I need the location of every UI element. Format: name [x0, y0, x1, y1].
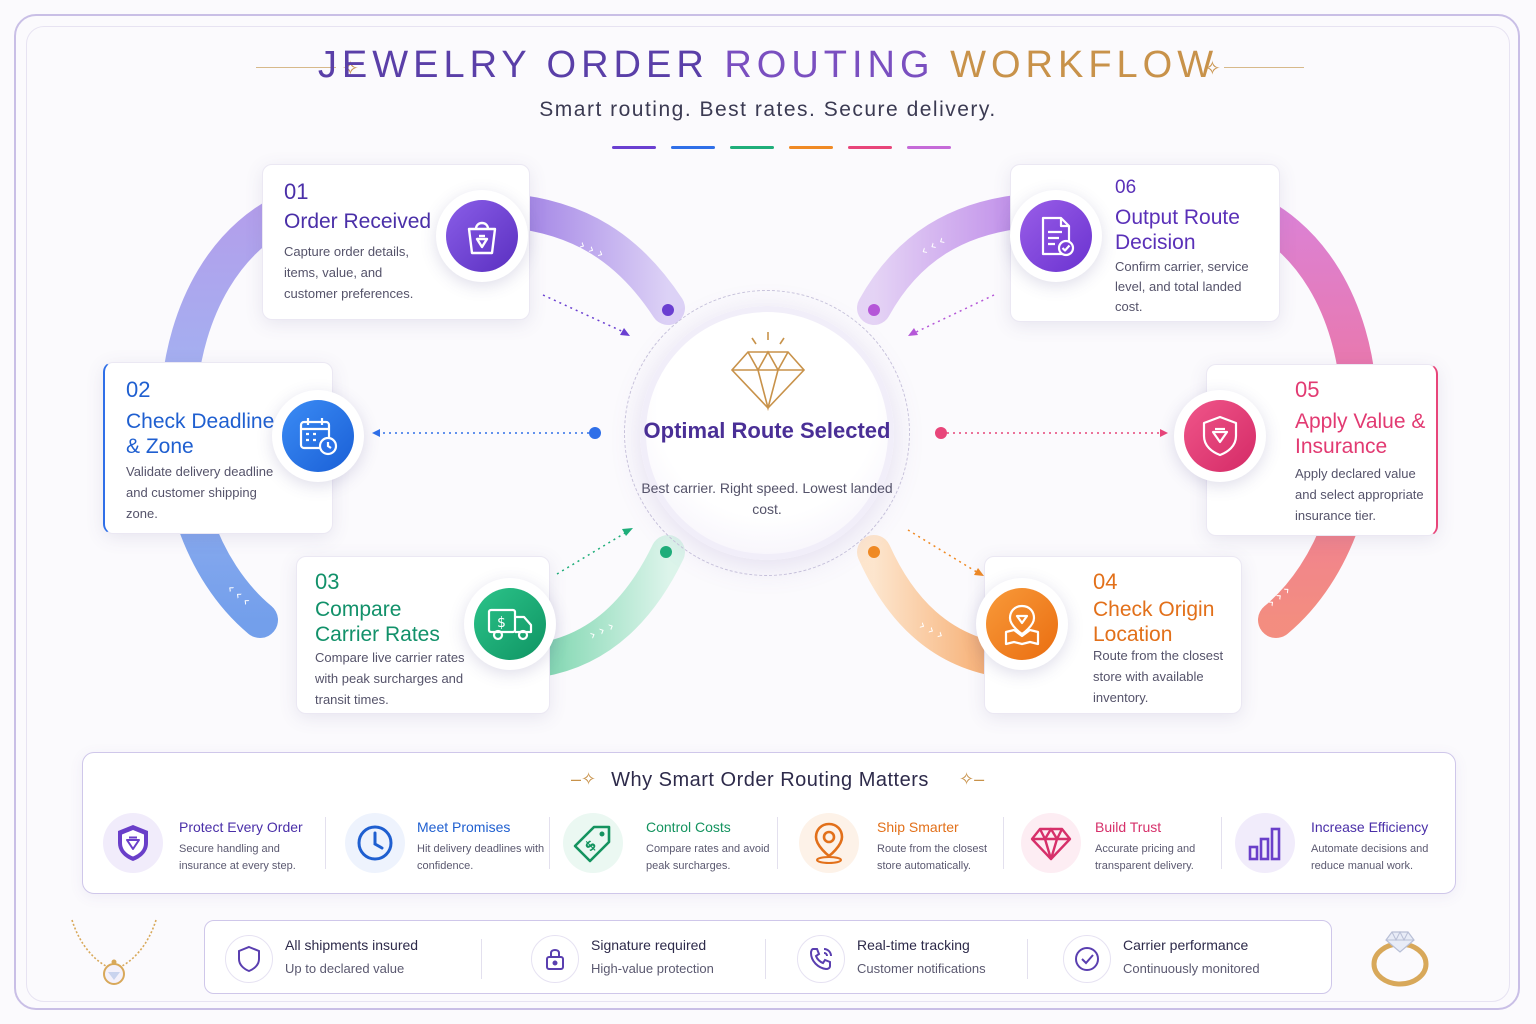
check-circle-icon — [1063, 935, 1111, 983]
center-subtitle: Best carrier. Right speed. Lowest landed… — [641, 480, 893, 517]
step-title: Output Route Decision — [1115, 206, 1240, 254]
price-tag-icon: $ — [563, 813, 623, 873]
gem-icon — [1021, 813, 1081, 873]
step-title: Check Origin Location — [1093, 598, 1215, 646]
step-title: Compare Carrier Rates — [315, 598, 440, 646]
why-item-title: Meet Promises — [417, 819, 511, 835]
step-description: Confirm carrier, service level, and tota… — [1115, 259, 1249, 314]
title-rule-left — [256, 67, 336, 68]
page-title: JEWELRY ORDER ROUTING WORKFLOW — [0, 44, 1536, 87]
step-06-icon-badge — [1010, 190, 1102, 282]
why-item-desc: Automate decisions and reduce manual wor… — [1311, 843, 1429, 872]
why-title: Why Smart Order Routing Matters — [611, 769, 929, 791]
step-description: Apply declared value and select appropri… — [1295, 466, 1424, 523]
lock-icon — [531, 935, 579, 983]
page-subtitle: Smart routing. Best rates. Secure delive… — [539, 98, 997, 121]
center-title: Optimal Route Selected — [643, 418, 891, 443]
step-01-icon-badge — [436, 190, 528, 282]
title-part-1: JEWELRY ORDER — [317, 44, 725, 86]
why-item-desc: Accurate pricing and transparent deliver… — [1095, 843, 1196, 872]
title-part-3: WORKFLOW — [950, 44, 1219, 86]
why-item-desc: Secure handling and insurance at every s… — [179, 843, 296, 872]
why-item-title: Protect Every Order — [179, 819, 303, 835]
step-number: 02 — [126, 377, 151, 402]
why-item-desc: Route from the closest store automatical… — [877, 843, 988, 872]
step-description: Compare live carrier rates with peak sur… — [315, 650, 465, 707]
feature-bar: All shipments insured Up to declared val… — [204, 920, 1332, 994]
sparkle-icon: ✧ — [342, 58, 359, 80]
bar-chart-icon — [1235, 813, 1295, 873]
step-title: Apply Value & Insurance — [1295, 410, 1426, 458]
feature-title: Signature required — [591, 937, 707, 953]
step-04-icon-badge — [976, 578, 1068, 670]
document-check-icon — [1020, 200, 1092, 272]
feature-subtitle: Customer notifications — [857, 961, 986, 976]
title-rule-right — [1224, 67, 1304, 68]
step-02-icon-badge — [272, 390, 364, 482]
step-card-05[interactable]: 05 Apply Value & Insurance Apply declare… — [1206, 364, 1438, 536]
step-description: Capture order details, items, value, and… — [284, 244, 414, 301]
sparkle-icon: ✧– — [959, 769, 985, 789]
center-node — [640, 306, 894, 560]
why-separator — [777, 817, 778, 869]
map-pin-icon — [986, 588, 1058, 660]
feature-separator — [1027, 939, 1028, 979]
why-item-title: Control Costs — [646, 819, 731, 835]
inner-frame — [26, 26, 1510, 1002]
feature-separator — [765, 939, 766, 979]
phone-tracking-icon — [797, 935, 845, 983]
why-item-desc: Hit delivery deadlines with confidence. — [417, 843, 545, 872]
feature-title: Carrier performance — [1123, 937, 1249, 953]
delivery-truck-icon: $ — [474, 588, 546, 660]
feature-separator — [481, 939, 482, 979]
title-part-2: ROUTING — [724, 44, 951, 86]
why-separator — [1221, 817, 1222, 869]
feature-title: Real-time tracking — [857, 937, 970, 953]
clock-icon — [345, 813, 405, 873]
why-item-title: Ship Smarter — [877, 819, 959, 835]
step-number: 06 — [1115, 177, 1137, 198]
shopping-bag-icon — [446, 200, 518, 272]
outer-frame — [14, 14, 1520, 1010]
feature-subtitle: High-value protection — [591, 961, 714, 976]
why-separator — [1003, 817, 1004, 869]
why-item-title: Increase Efficiency — [1311, 819, 1429, 835]
feature-title: All shipments insured — [285, 937, 419, 953]
why-separator — [549, 817, 550, 869]
ring-icon — [1371, 930, 1429, 987]
why-item-title: Build Trust — [1095, 819, 1162, 835]
step-number: 04 — [1093, 569, 1118, 594]
shield-diamond-icon — [1184, 400, 1256, 472]
necklace-icon — [71, 919, 157, 985]
step-number: 03 — [315, 569, 340, 594]
svg-text:$: $ — [497, 615, 506, 631]
shield-icon — [103, 813, 163, 873]
step-number: 05 — [1295, 377, 1320, 402]
step-description: Validate delivery deadline and customer … — [126, 464, 274, 521]
center-dashed-ring — [624, 290, 910, 576]
sparkle-icon: –✧ — [571, 769, 597, 789]
step-title: Order Received — [284, 210, 432, 233]
why-separator — [325, 817, 326, 869]
step-05-icon-badge — [1174, 390, 1266, 482]
step-number: 01 — [284, 179, 309, 204]
feature-subtitle: Up to declared value — [285, 961, 405, 976]
step-03-icon-badge: $ — [464, 578, 556, 670]
shield-outline-icon — [225, 935, 273, 983]
step-description: Route from the closest store with availa… — [1093, 648, 1224, 705]
diamond-icon — [730, 332, 806, 412]
step-title: Check Deadline & Zone — [126, 410, 275, 458]
sparkle-icon: ✧ — [1204, 58, 1221, 80]
feature-subtitle: Continuously monitored — [1123, 961, 1260, 976]
location-pin-icon — [799, 813, 859, 873]
why-panel: –✧ Why Smart Order Routing Matters ✧– Pr… — [82, 752, 1456, 894]
why-item-desc: Compare rates and avoid peak surcharges. — [646, 843, 770, 872]
calendar-clock-icon — [282, 400, 354, 472]
